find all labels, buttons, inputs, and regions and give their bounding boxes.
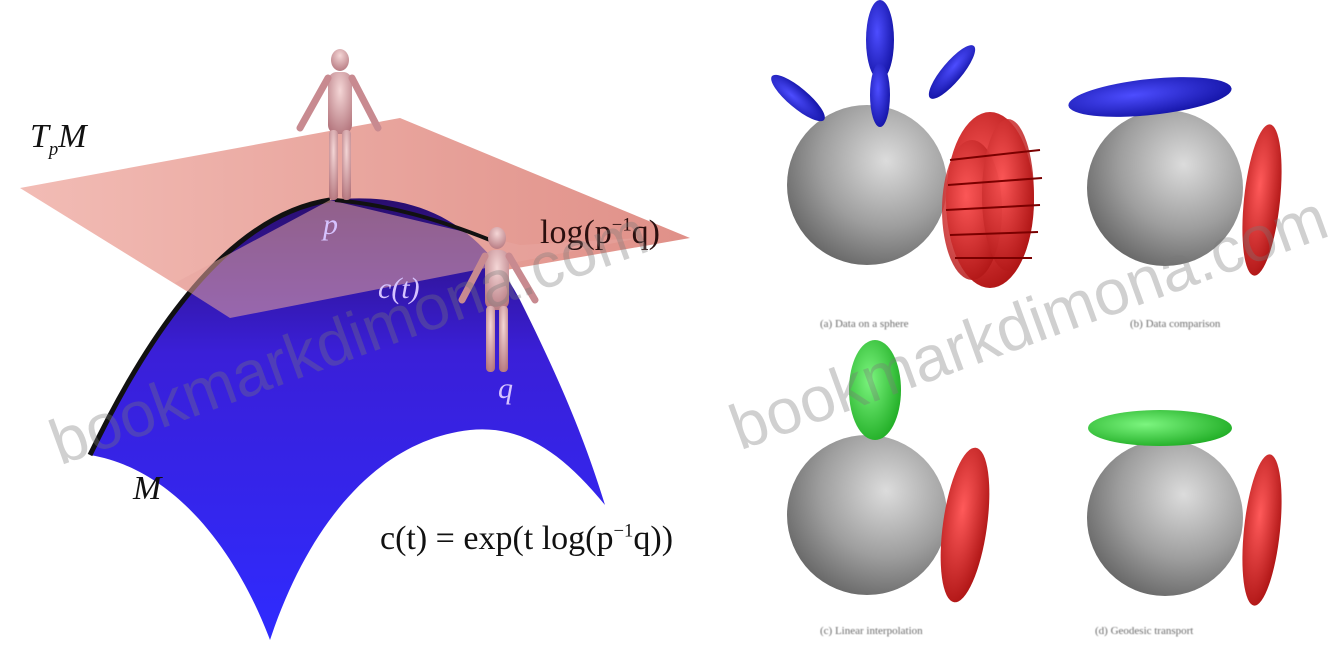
caption-a: (a) Data on a sphere xyxy=(820,318,909,330)
caption-b: (b) Data comparison xyxy=(1130,318,1220,330)
panel-c-sphere-linear xyxy=(787,340,998,605)
label-point-p: p xyxy=(323,208,338,242)
label-point-q: q xyxy=(498,372,513,406)
label-curve: c(t) xyxy=(378,272,420,306)
label-tangent-space: TpM xyxy=(30,118,87,161)
label-geodesic-equation: c(t) = exp(t log(p−1q)) xyxy=(380,520,673,558)
panel-b-sphere-with-ellipses xyxy=(1067,71,1288,278)
manifold-diagram: TpM p c(t) q M log(p−1q) c(t) = exp(t lo… xyxy=(0,0,730,645)
label-log-map: log(p−1q) xyxy=(540,214,660,252)
panel-d-sphere-geodesic xyxy=(1087,410,1288,607)
label-manifold: M xyxy=(133,470,161,508)
caption-c: (c) Linear interpolation xyxy=(820,625,923,637)
sphere-grid: (a) Data on a sphere (b) Data comparison… xyxy=(740,0,1330,645)
caption-d: (d) Geodesic transport xyxy=(1095,625,1193,637)
panel-a-sphere-with-figures xyxy=(766,0,1042,288)
